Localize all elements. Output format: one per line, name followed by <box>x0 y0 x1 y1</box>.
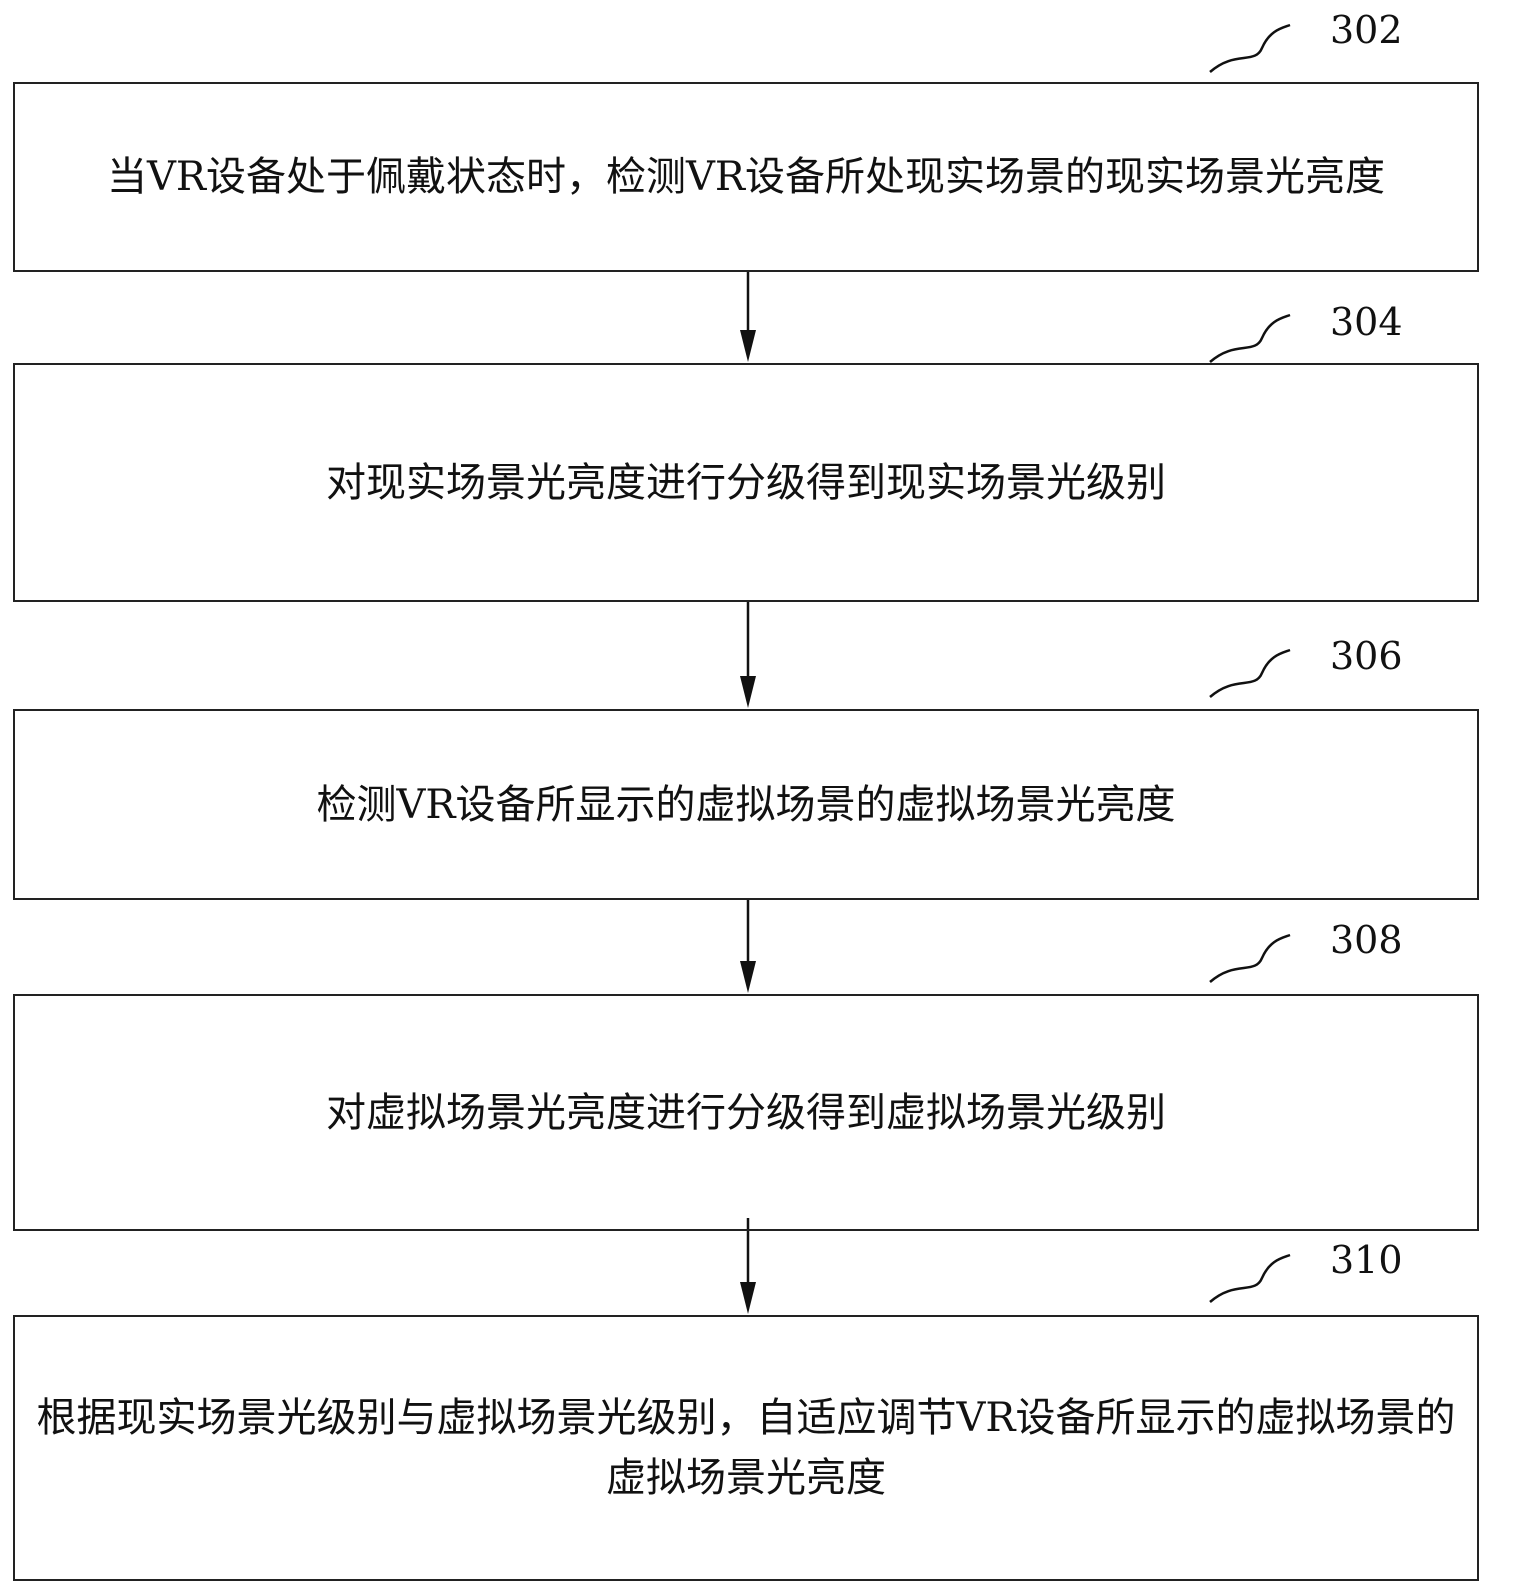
step-box-310: 根据现实场景光级别与虚拟场景光级别，自适应调节VR设备所显示的虚拟场景的虚拟场景… <box>13 1315 1479 1581</box>
leader-squiggle-310 <box>1209 1253 1291 1303</box>
step-label-302: 302 <box>1330 8 1403 52</box>
step-box-308: 对虚拟场景光亮度进行分级得到虚拟场景光级别 <box>13 994 1479 1231</box>
leader-squiggle-306 <box>1209 648 1291 698</box>
step-box-304: 对现实场景光亮度进行分级得到现实场景光级别 <box>13 363 1479 602</box>
step-label-304: 304 <box>1330 300 1403 344</box>
step-box-302: 当VR设备处于佩戴状态时，检测VR设备所处现实场景的现实场景光亮度 <box>13 82 1479 272</box>
step-box-306: 检测VR设备所显示的虚拟场景的虚拟场景光亮度 <box>13 709 1479 900</box>
leader-squiggle-302 <box>1209 23 1291 73</box>
step-label-308: 308 <box>1330 918 1403 962</box>
leader-squiggle-308 <box>1209 933 1291 983</box>
step-label-306: 306 <box>1330 634 1403 678</box>
step-label-310: 310 <box>1330 1238 1403 1282</box>
leader-squiggle-304 <box>1209 313 1291 363</box>
